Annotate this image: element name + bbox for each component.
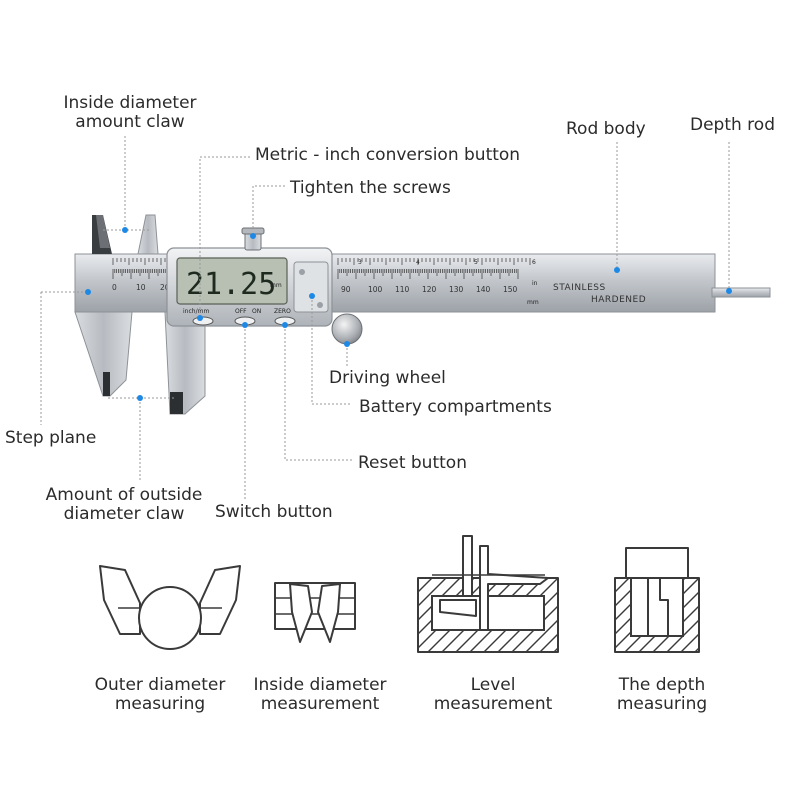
label-metric-inch: Metric - inch conversion button: [255, 145, 521, 165]
scale-number-inch: 4: [416, 259, 420, 266]
off-label: OFF: [235, 308, 247, 315]
outside-claw-fixed: [74, 311, 133, 397]
lcd-unit: mm: [270, 282, 282, 289]
label-reset: Reset button: [358, 453, 467, 473]
scale-number-inch: 5: [474, 259, 478, 266]
label-outside-claw: Amount of outside diameter claw: [45, 485, 203, 524]
lcd-display: [176, 257, 288, 305]
on-label: ON: [252, 308, 261, 315]
scale-number-left: 20: [160, 283, 170, 292]
scale-number-right: 120: [422, 285, 437, 294]
scale-number-right: 90: [341, 285, 351, 294]
label-inside-claw: Inside diameter amount claw: [63, 93, 197, 132]
caption-outer: Outer diameter measuring: [94, 675, 226, 714]
scale-number-right: 140: [476, 285, 491, 294]
metric-inch-button[interactable]: [192, 316, 214, 326]
scale-number-left: 0: [112, 283, 117, 292]
zero-label: ZERO: [274, 308, 291, 315]
stamp-line2: HARDENED: [591, 295, 646, 305]
label-rod-body: Rod body: [566, 119, 646, 139]
label-driving-wheel: Driving wheel: [329, 368, 446, 388]
inch-mm-label: inch/mm: [183, 308, 209, 315]
depth-rod: [711, 287, 771, 298]
level-measurement-icon: [417, 535, 559, 653]
scale-number-right: 100: [368, 285, 383, 294]
inch-unit: in: [532, 280, 538, 287]
label-switch: Switch button: [215, 502, 333, 522]
scale-right: 90 100 110 120 130 140 150 3 4 5 6: [337, 258, 536, 294]
depth-measuring-icon: [614, 547, 700, 653]
label-step-plane: Step plane: [5, 428, 97, 448]
driving-wheel[interactable]: [331, 313, 363, 345]
label-tighten: Tighten the screws: [290, 178, 451, 198]
marker-dots: [85, 227, 732, 401]
outer-diameter-icon: [99, 565, 241, 650]
scale-left: 0 10 20: [112, 258, 170, 292]
lcd-reading: 21.25: [186, 267, 276, 302]
scale-number-right: 130: [449, 285, 464, 294]
caption-inside: Inside diameter measurement: [253, 675, 387, 714]
caption-level: Level measurement: [433, 675, 553, 714]
inside-diameter-icon: [274, 582, 356, 643]
scale-number-inch: 6: [532, 259, 536, 266]
leader-lines: [40, 136, 730, 500]
inside-claw-slide: [137, 214, 159, 255]
scale-number-left: 10: [136, 283, 146, 292]
scale-number-inch: 3: [358, 259, 362, 266]
scale-number-right: 110: [395, 285, 410, 294]
label-depth-rod: Depth rod: [690, 115, 775, 135]
label-battery: Battery compartments: [359, 397, 552, 417]
stamp-line1: STAINLESS: [553, 283, 606, 293]
mm-unit: mm: [527, 299, 539, 306]
caption-depth: The depth measuring: [616, 675, 708, 714]
scale-number-right: 150: [503, 285, 518, 294]
